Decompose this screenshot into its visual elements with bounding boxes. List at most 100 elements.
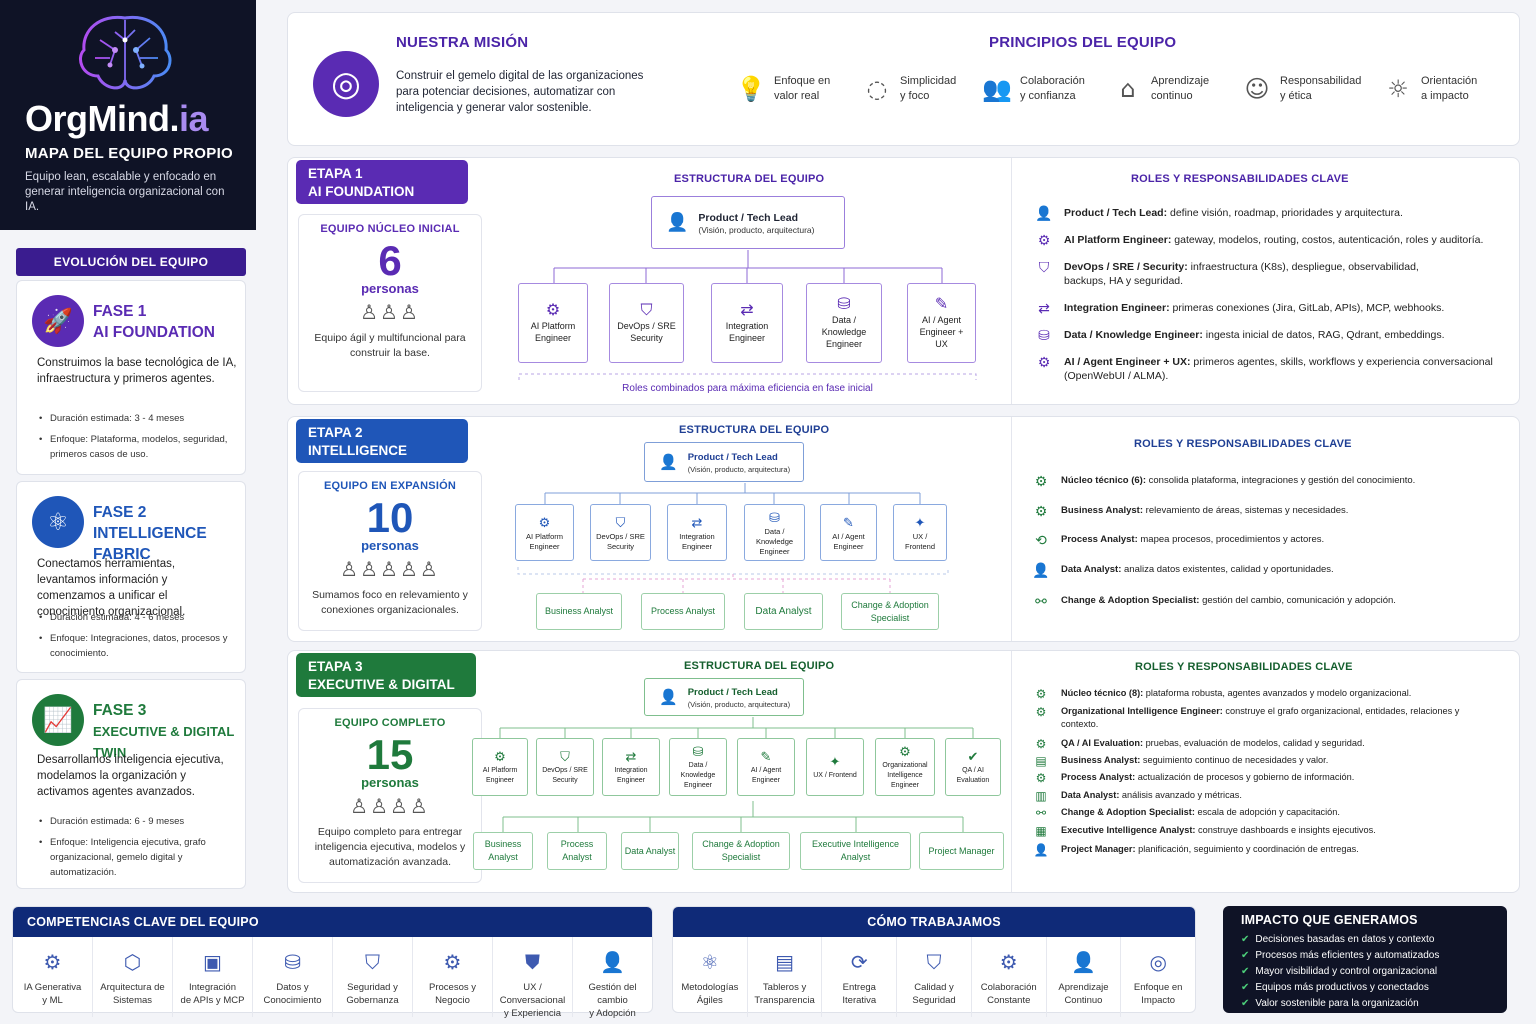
gear-icon: ⚙ [1035, 687, 1047, 701]
impact-item: ✔Valor sostenible para la organización [1241, 998, 1419, 1009]
business-icon: ⚙ [1034, 504, 1048, 520]
analyst-node: Process Analyst [547, 832, 607, 870]
user-icon: 👤 [666, 212, 689, 232]
agent-icon: ⚙ [1037, 355, 1051, 371]
growth-chart-icon: 📈 [32, 694, 84, 746]
check-icon: ✔ [1241, 934, 1250, 945]
database-icon: ⛁ [284, 950, 301, 974]
gear-chip-icon: ⚙ [1037, 233, 1051, 249]
role-node: ⛁Data / Knowledge Engineer [744, 504, 805, 561]
phase-bullets: Duración estimada: 3 - 4 meses Enfoque: … [39, 411, 239, 468]
learning-icon: 👤 [1071, 950, 1096, 974]
role-node: ⛉DevOps / SRE Security [609, 283, 684, 363]
role-node: ⛁Data / Knowledge Engineer [806, 283, 882, 363]
competencies-title: COMPETENCIAS CLAVE DEL EQUIPO [13, 907, 652, 937]
chat-shield-icon: ⛊ [525, 950, 540, 974]
ux-icon: ✦ [829, 754, 841, 769]
gear-chip-icon: ⚙ [545, 302, 561, 319]
structure-title: ESTRUCTURA DEL EQUIPO [684, 660, 835, 672]
role-node: ⚙AI Platform Engineer [472, 738, 528, 796]
lead-node: 👤 Product / Tech Lead(Visión, producto, … [644, 442, 804, 482]
gear-icon: ⚙ [1034, 474, 1048, 490]
integration-icon: ⇄ [625, 749, 637, 764]
lightbulb-hand-icon: 💡 [736, 75, 766, 103]
mission-text: Construir el gemelo digital de las organ… [396, 70, 644, 114]
evolution-header: EVOLUCIÓN DEL EQUIPO [16, 248, 246, 276]
mission-panel: ◎ NUESTRA MISIÓN Construir el gemelo dig… [287, 12, 1520, 146]
structure-note: Roles combinados para máxima eficiencia … [622, 383, 873, 394]
change-icon: ⚯ [1035, 594, 1047, 610]
brand-title: OrgMind.ia [25, 98, 209, 139]
phase-description: Construimos la base tecnológica de IA, i… [37, 357, 237, 385]
role-item: ⇄Integration Engineer: primeras conexion… [1033, 301, 1444, 317]
role-item: ⛉DevOps / SRE / Security: infraestructur… [1033, 260, 1444, 288]
target-icon: ◎ [313, 51, 379, 117]
team-count: 15 [366, 731, 414, 778]
role-item: ⚙Process Analyst: actualización de proce… [1030, 771, 1355, 785]
role-item: ⚯Change & Adoption Specialist: gestión d… [1030, 594, 1396, 610]
gear-chip-icon: ⚙ [494, 749, 506, 764]
impact-item: ✔Equipos más productivos y conectados [1241, 982, 1429, 993]
org-lines [499, 717, 974, 832]
analyst-node: Business Analyst [473, 832, 533, 870]
principles-title: PRINCIPIOS DEL EQUIPO [989, 34, 1177, 51]
database-icon: ⛁ [837, 296, 851, 313]
iterate-icon: ⟳ [850, 950, 868, 974]
data-analyst-icon: ▥ [1035, 789, 1047, 803]
role-item: ⚙QA / AI Evaluation: pruebas, evaluación… [1030, 737, 1365, 751]
network-icon: ⚛ [32, 496, 84, 548]
database-icon: ⛁ [769, 509, 780, 525]
brand-panel: OrgMind.ia MAPA DEL EQUIPO PROPIO Equipo… [0, 0, 256, 230]
role-item: ▤Business Analyst: seguimiento continuo … [1030, 754, 1328, 768]
role-item: ⚙Núcleo técnico (6): consolida plataform… [1030, 474, 1416, 490]
analyst-node: Data Analyst [621, 832, 679, 870]
analyst-node: Project Manager [919, 832, 1004, 870]
gear-icon: ⚙ [443, 950, 462, 974]
analyst-node: Process Analyst [641, 593, 725, 630]
agent-icon: ✎ [760, 749, 772, 764]
team-count: 6 [378, 237, 402, 284]
role-node: ⇄Integration Engineer [602, 738, 660, 796]
process-icon: ⟲ [1035, 533, 1047, 549]
role-item: 👤Project Manager: planificación, seguimi… [1030, 843, 1359, 857]
role-item: ⟲Process Analyst: mapea procesos, proced… [1030, 533, 1324, 549]
roles-title: ROLES Y RESPONSABILIDADES CLAVE [1135, 661, 1353, 673]
phase-bullets: Duración estimada: 6 - 9 meses Enfoque: … [39, 814, 239, 886]
roles-title: ROLES Y RESPONSABILIDADES CLAVE [1131, 173, 1349, 185]
database-icon: ⛁ [692, 744, 704, 759]
role-item: ▦Executive Intelligence Analyst: constru… [1030, 824, 1375, 838]
agent-icon: ✎ [934, 296, 949, 313]
people-icon: ♙♙♙ [360, 302, 420, 324]
analyst-node: Business Analyst [536, 593, 622, 630]
org-intelligence-icon: ⚙ [1035, 705, 1047, 719]
user-icon: 👤 [1035, 206, 1053, 222]
team-size-card: EQUIPO EN EXPANSIÓN 10 personas ♙♙♙♙♙ Su… [298, 471, 482, 631]
data-analyst-icon: 👤 [1032, 563, 1050, 579]
impact-bulb-icon: ☼ [1387, 75, 1409, 103]
project-manager-icon: 👤 [1033, 843, 1049, 857]
impact-item: ✔Procesos más eficientes y automatizados [1241, 950, 1440, 961]
